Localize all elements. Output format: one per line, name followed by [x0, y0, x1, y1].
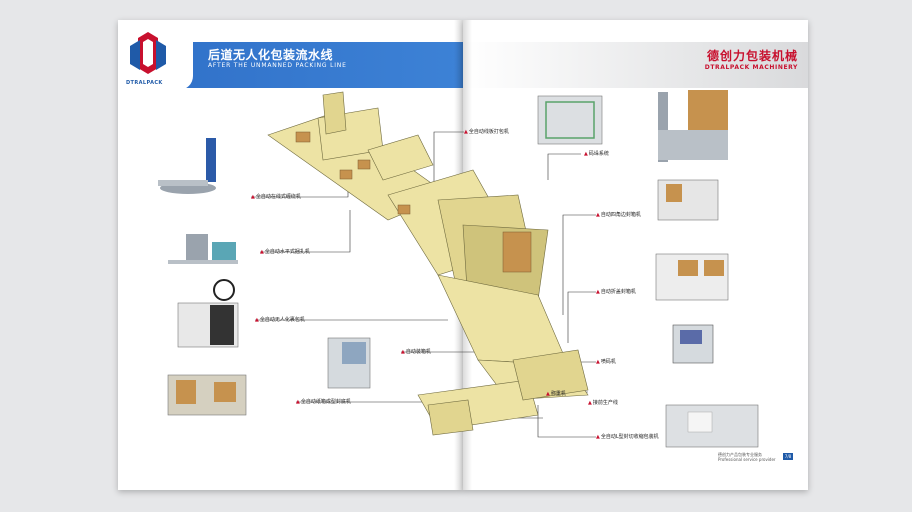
conveyor-network — [267, 91, 589, 436]
unmanned-wrapper-machine — [177, 279, 239, 348]
label-case-packer: ▲自动装箱机 — [401, 349, 431, 355]
logo-badge: DTRALPACK — [118, 30, 193, 90]
corner-sealer-machine — [657, 179, 719, 221]
page-number: 7/8 — [783, 453, 793, 460]
coder-machine — [672, 324, 714, 364]
stretch-wrapper-machine — [158, 138, 216, 194]
palletizer-machine — [658, 90, 728, 162]
footer-line-1: 德创力产品包装专业服务 — [718, 452, 762, 457]
label-case-erector: ▲全自动纸箱成型封底机 — [296, 399, 351, 405]
shrink-wrapper-machine — [665, 404, 759, 448]
label-weigher: ▲称重机 — [546, 391, 566, 397]
label-corner-sealer: ▲自动四角边封箱机 — [596, 212, 641, 218]
label-shrink-wrapper: ▲全自动L型封切收缩包装机 — [596, 434, 659, 440]
brand-logo-icon — [130, 32, 166, 74]
label-stretch-wrapper: ▲全自动在线式缠绕机 — [251, 194, 301, 200]
label-fold-sealer: ▲自动折盖封箱机 — [596, 289, 636, 295]
footer-text: 德创力产品包装专业服务 Professional service provide… — [718, 452, 776, 462]
case-packer-machine — [327, 337, 371, 389]
brochure-spread: DTRALPACK 后道无人化包装流水线 AFTER THE UNMANNED … — [118, 20, 808, 490]
label-production-line: ▲接前生产线 — [588, 400, 618, 406]
page-title: 后道无人化包装流水线 — [208, 48, 334, 62]
label-horizontal-strapper: ▲全自动水平式捆扎机 — [260, 249, 310, 255]
page-subtitle: AFTER THE UNMANNED PACKING LINE — [208, 62, 347, 69]
machine-thumbnails — [158, 90, 759, 448]
header-band-grey — [463, 42, 808, 88]
fold-sealer-machine — [655, 253, 729, 301]
cartons — [295, 131, 532, 273]
label-unmanned-wrapper: ▲全自动无人化裹包机 — [255, 317, 305, 323]
logo-text: DTRALPACK — [126, 80, 163, 86]
footer-line-2: Professional service provider — [718, 457, 776, 462]
brand-name: 德创力包装机械 — [706, 49, 798, 63]
label-palletizer: ▲码垛系统 — [584, 151, 609, 157]
horizontal-strapper-machine — [168, 234, 238, 264]
label-coder: ▲喷码机 — [596, 359, 616, 365]
packing-line-diagram — [158, 90, 759, 448]
case-erector-machine — [167, 374, 247, 416]
label-strapper-right: ▲全自动线板打包机 — [464, 129, 509, 135]
strapper-machine-right — [537, 95, 603, 145]
brand-name-english: DTRALPACK MACHINERY — [704, 64, 798, 71]
